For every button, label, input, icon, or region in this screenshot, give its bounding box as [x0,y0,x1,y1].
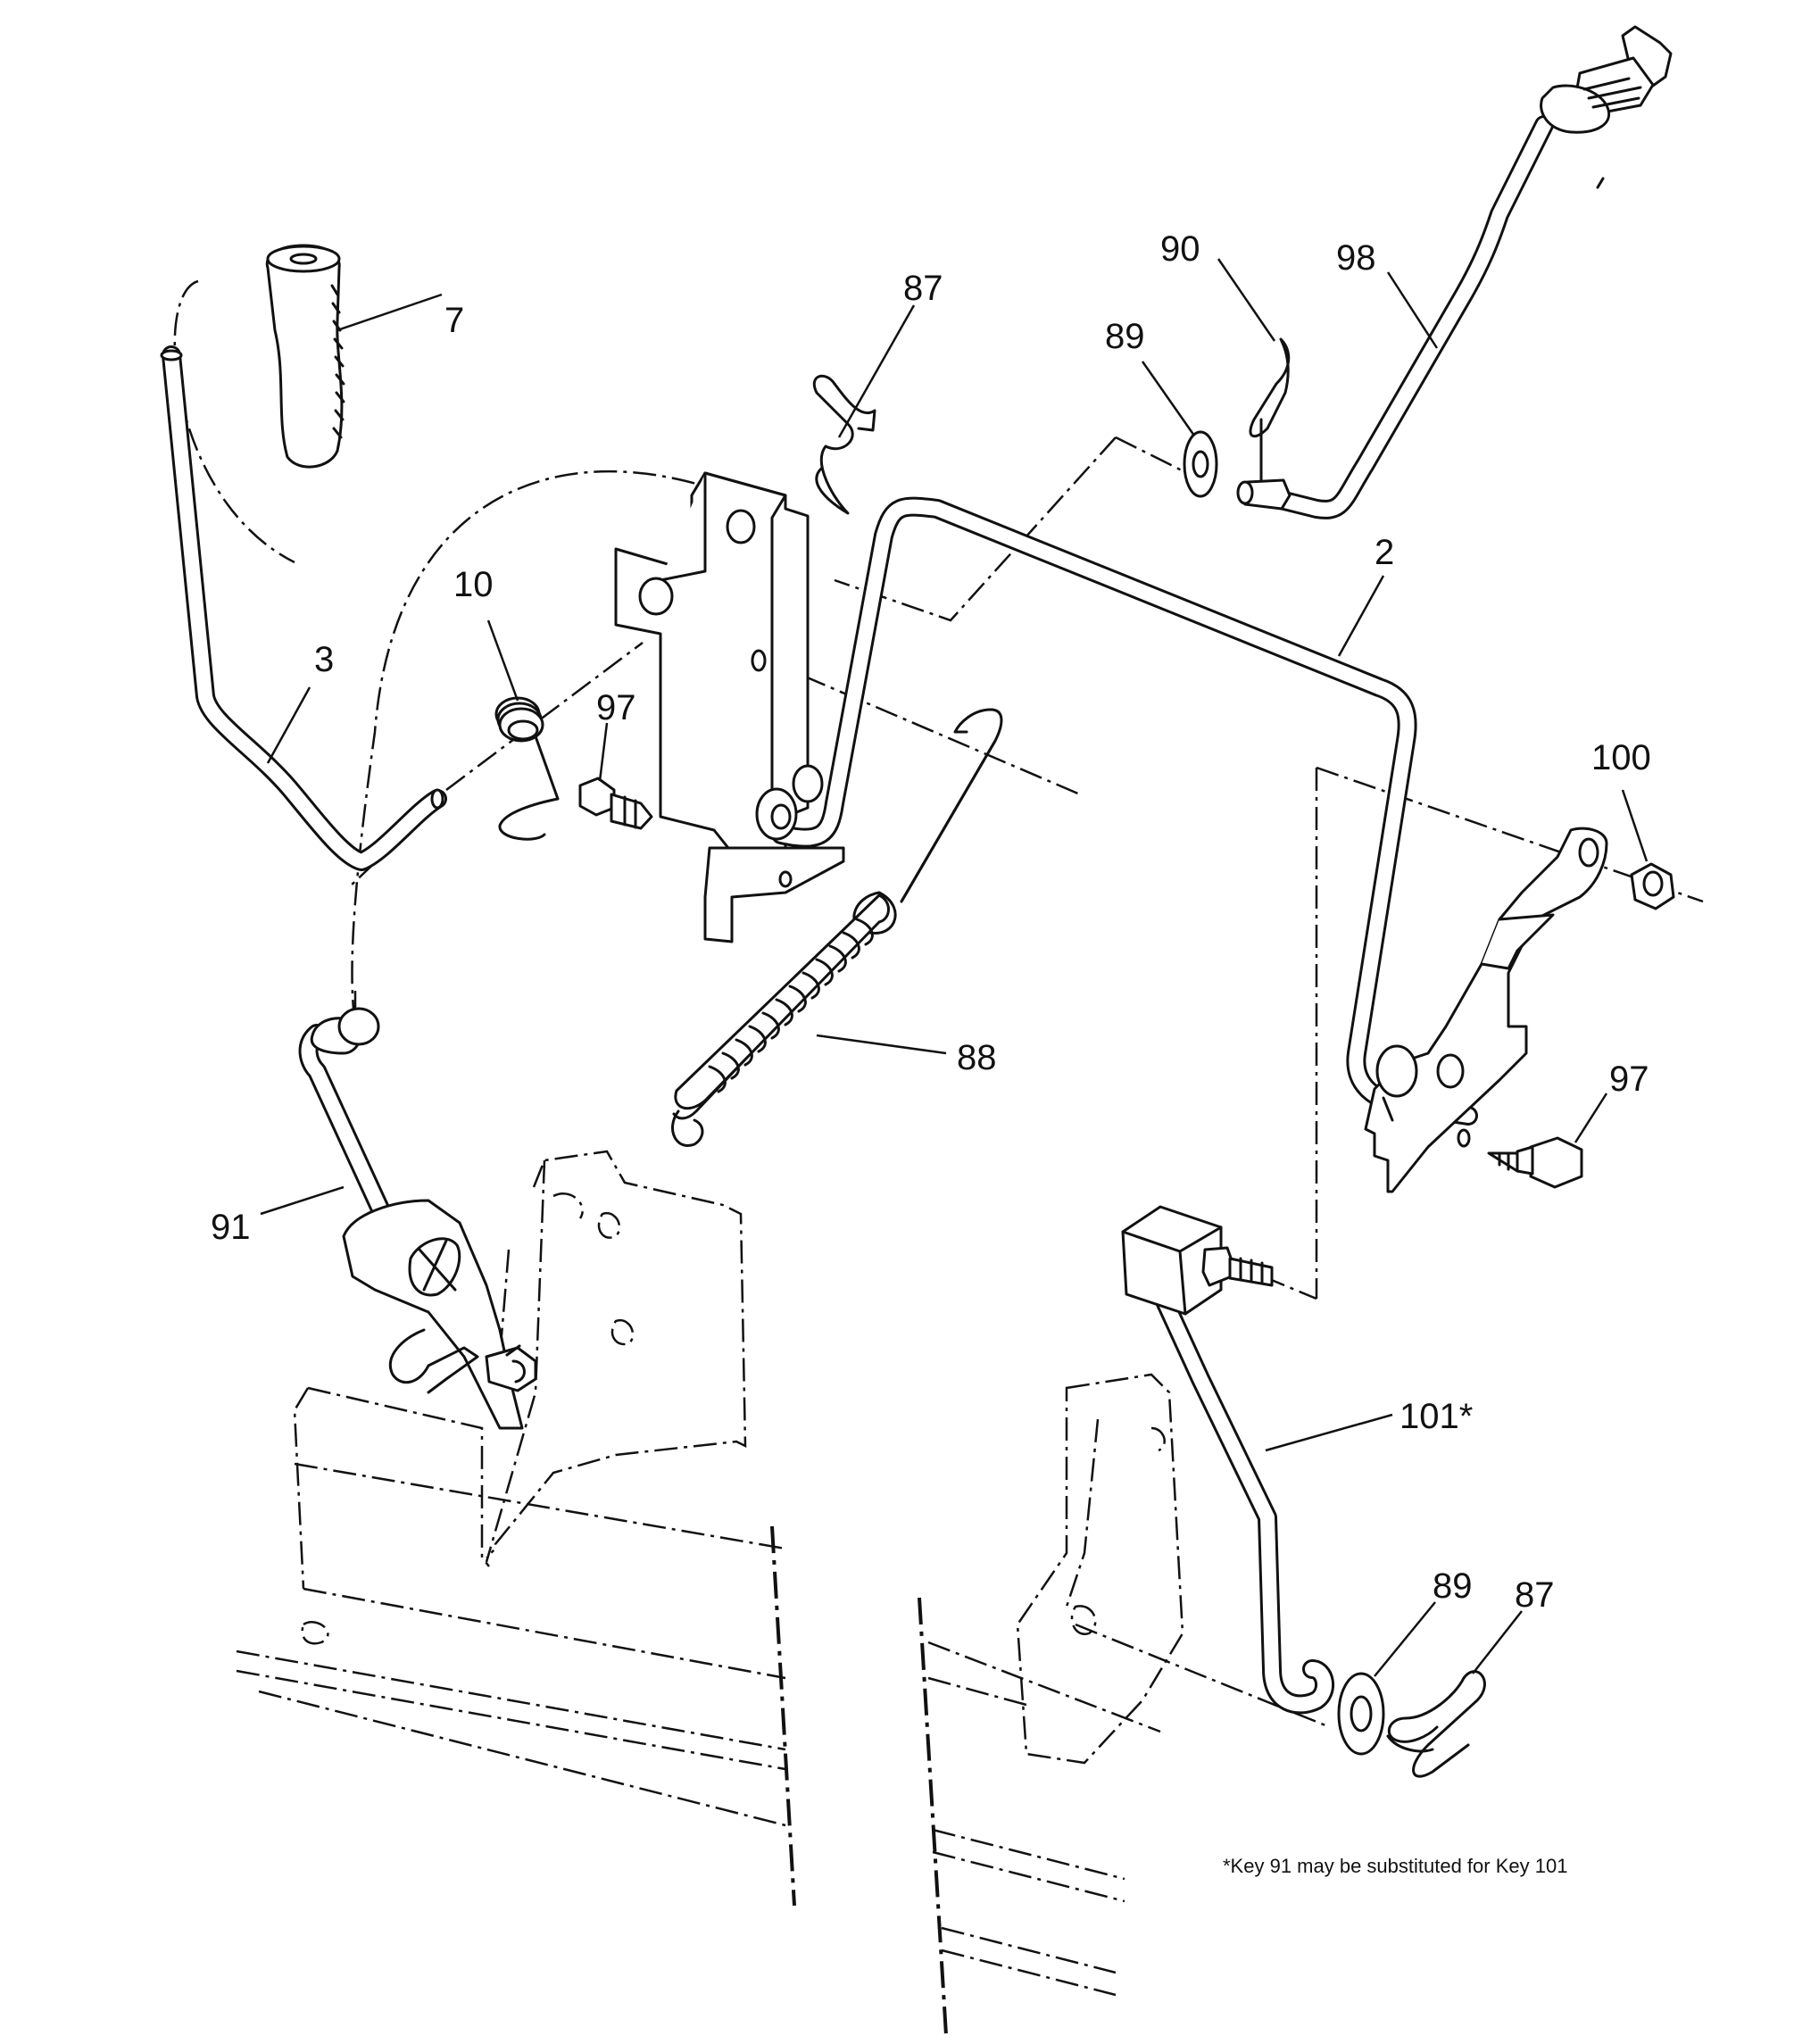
callout-100: 100 [1591,738,1651,777]
callout-91: 91 [211,1208,251,1247]
washer-bottom [1337,1672,1385,1756]
callout-101: 101* [1399,1397,1473,1436]
torsion-spring [494,696,560,841]
washer-top [1183,430,1218,498]
hairpin-clip-90 [1249,337,1291,488]
alternate-lift-link [1121,1205,1334,1715]
callouts: 7 87 90 98 89 2 10 3 97 100 88 97 91 101… [211,229,1651,1615]
callout-97-left: 97 [596,688,636,727]
adjustment-rod [1236,25,1673,519]
callout-7: 7 [444,301,464,340]
substitution-footnote: *Key 91 may be substituted for Key 101 [1223,1855,1567,1877]
left-pivot-bracket [614,471,845,943]
callout-89-bottom: 89 [1433,1566,1473,1606]
callout-87-bottom: 87 [1515,1575,1555,1615]
left-frame-phantom [236,1150,796,1907]
hand-grip [265,244,345,469]
hairpin-clip-bottom [1386,1670,1486,1778]
callout-2: 2 [1375,533,1394,572]
callout-87-top: 87 [903,269,943,308]
shoulder-bolt-right [1487,1136,1583,1189]
extension-spring [671,708,1003,1147]
hex-nut [1630,862,1675,910]
callout-3: 3 [314,640,334,679]
leader-lines [260,258,1649,1677]
callout-90: 90 [1160,229,1200,269]
callout-88: 88 [957,1038,997,1077]
lift-shaft [755,496,1478,1126]
callout-10: 10 [453,565,494,604]
right-frame-phantom [918,1373,1184,2036]
shoulder-bolt-left [578,777,653,830]
lift-link [298,1007,537,1430]
callout-97-right: 97 [1609,1059,1649,1099]
callout-98: 98 [1336,238,1376,278]
hairpin-clip-top [813,374,876,515]
callout-89-top: 89 [1105,317,1145,356]
right-lift-arm [1364,827,1608,1193]
lift-handle-rod [160,345,447,871]
